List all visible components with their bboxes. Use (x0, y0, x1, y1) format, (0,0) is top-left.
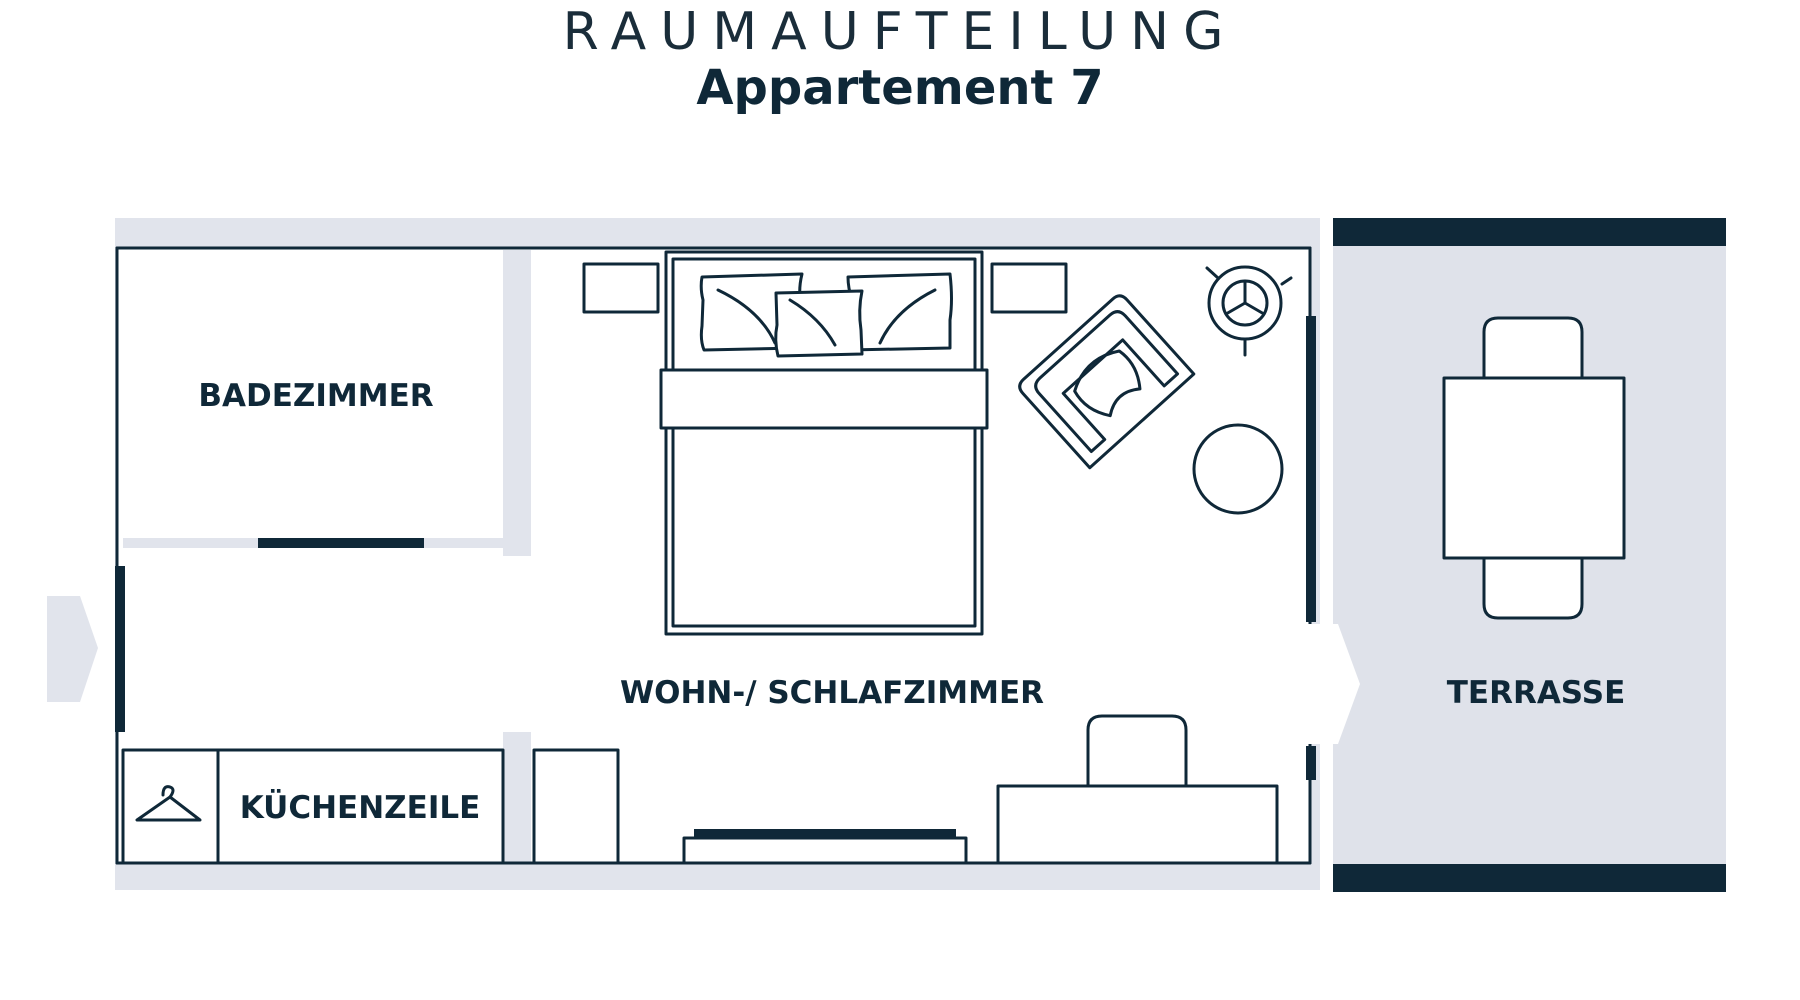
kitchen-wall (503, 732, 531, 863)
pillow-right (846, 272, 953, 352)
bathroom (123, 250, 531, 556)
tv-sideboard (682, 829, 968, 865)
nightstand-left (582, 262, 660, 314)
tv (694, 829, 956, 839)
kitchenette (121, 748, 505, 865)
terrace-door-arrow (1302, 624, 1360, 744)
terrace-railing-bottom (1333, 864, 1726, 892)
bathroom-wall-right (503, 250, 531, 556)
apartment-name: Appartement 7 (696, 60, 1104, 116)
double-bed (659, 250, 989, 636)
room-label-terrace: TERRASSE (1447, 675, 1626, 711)
armchair (1018, 294, 1196, 470)
entrance-door (115, 566, 125, 732)
desk (996, 714, 1279, 865)
floor-lamp (1205, 265, 1293, 357)
bed-blanket-fold (659, 368, 989, 430)
side-table (1192, 423, 1284, 515)
nightstand-right (990, 262, 1068, 314)
entrance-arrow (47, 596, 98, 702)
hanger-icon (135, 785, 202, 822)
window-right-upper (1306, 316, 1316, 622)
room-label-living: WOHN-/ SCHLAFZIMMER (620, 675, 1044, 711)
cabinet (532, 748, 620, 865)
terrace-table (1442, 316, 1626, 620)
window-right-lower (1306, 746, 1316, 780)
bathroom-door (258, 538, 424, 548)
plan-title: RAUMAUFTEILUNG (562, 2, 1238, 62)
outer-wall-outline (115, 246, 1312, 568)
room-label-bathroom: BADEZIMMER (198, 378, 433, 414)
terrace-railing-top (1333, 218, 1726, 246)
room-label-kitchen: KÜCHENZEILE (240, 789, 481, 826)
